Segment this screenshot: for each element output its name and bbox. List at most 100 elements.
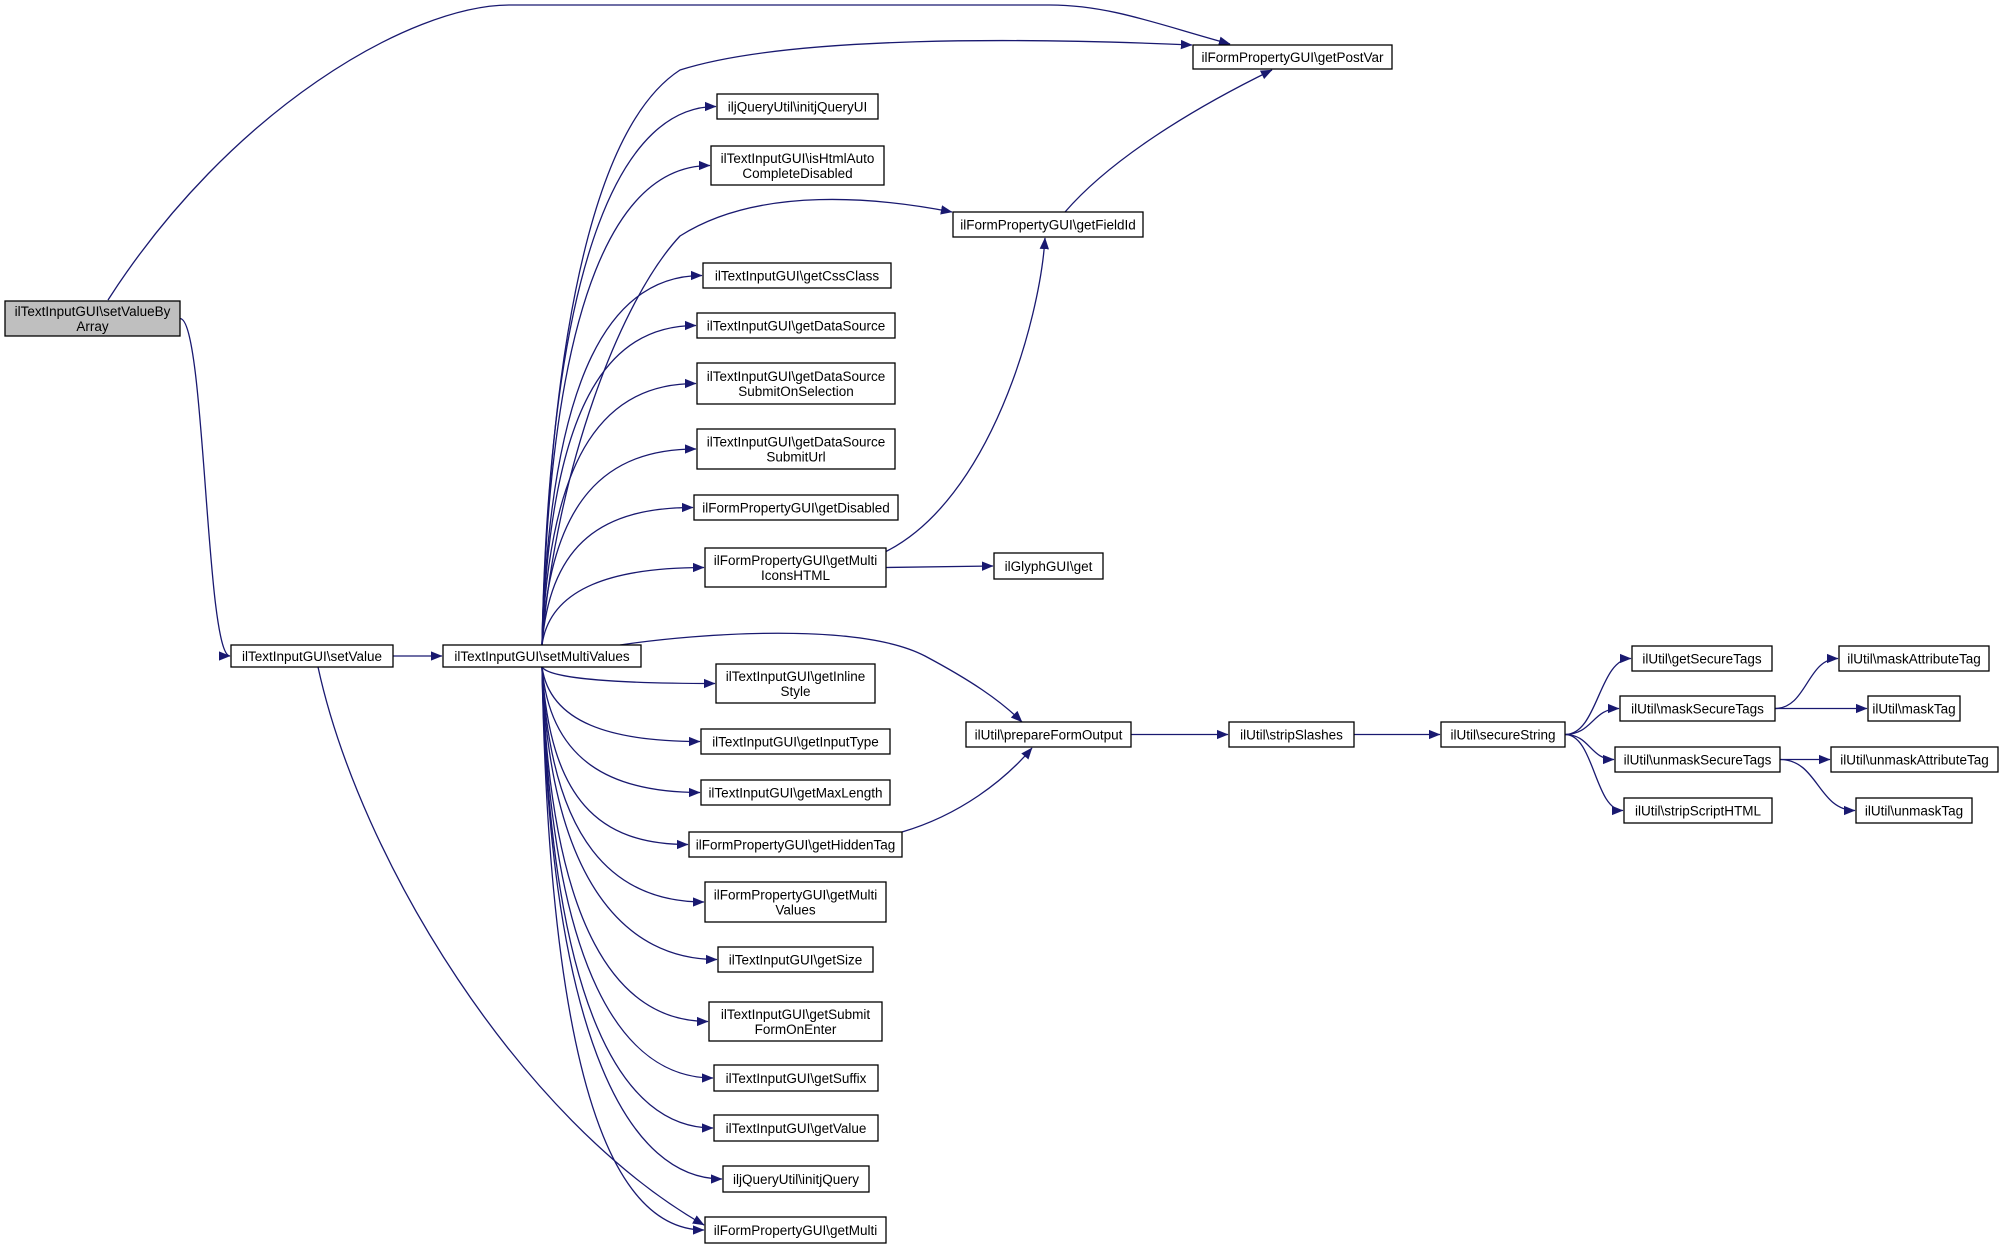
node-box [1855, 797, 1973, 824]
node-box [715, 663, 876, 704]
node-label: ilUtil\unmaskAttributeTag [1840, 753, 1989, 768]
node-label: Style [780, 684, 810, 699]
edge-setMultiValues-to-getSuffix [541, 666, 714, 1083]
node-setMultiValues[interactable]: ilTextInputGUI\setMultiValues [442, 644, 642, 668]
node-label: Values [775, 903, 816, 918]
node-isHtmlAuto[interactable]: ilTextInputGUI\isHtmlAutoCompleteDisable… [710, 145, 885, 186]
node-setValue[interactable]: ilTextInputGUI\setValue [230, 644, 394, 668]
node-label: ilTextInputGUI\getInputType [712, 735, 879, 750]
node-label: ilTextInputGUI\getValue [726, 1121, 867, 1136]
node-label: SubmitUrl [766, 450, 825, 465]
node-getMaxLength[interactable]: ilTextInputGUI\getMaxLength [700, 779, 891, 806]
node-label: ilTextInputGUI\getDataSource [707, 435, 886, 450]
node-unmaskTag[interactable]: ilUtil\unmaskTag [1855, 797, 1973, 824]
node-getHiddenTag[interactable]: ilFormPropertyGUI\getHiddenTag [688, 831, 903, 858]
node-glyphGet[interactable]: ilGlyphGUI\get [993, 552, 1104, 580]
node-getPostVar[interactable]: ilFormPropertyGUI\getPostVar [1192, 44, 1393, 70]
edge-setMultiValues-to-initjQueryUI [541, 101, 717, 646]
node-box [1830, 746, 1999, 773]
node-box [717, 946, 874, 973]
node-box [1614, 746, 1781, 773]
edge-setMultiValues-to-getInlineStyle [541, 666, 716, 689]
edge-setMultiValues-to-getCssClass [541, 270, 703, 646]
node-box [1228, 721, 1355, 748]
node-getMulti[interactable]: ilFormPropertyGUI\getMulti [704, 1216, 887, 1244]
node-label: ilUtil\unmaskTag [1865, 804, 1963, 819]
node-getDataSource[interactable]: ilTextInputGUI\getDataSource [696, 312, 896, 339]
edge-setMultiValues-to-getDSSubmitOnSel [541, 378, 697, 646]
node-label: IconsHTML [761, 568, 831, 583]
node-box [1838, 645, 1990, 672]
node-label: ilFormPropertyGUI\getDisabled [702, 501, 890, 516]
node-box [1192, 44, 1393, 70]
node-label: ilUtil\maskTag [1872, 702, 1955, 717]
node-label: ilFormPropertyGUI\getMulti [714, 1223, 878, 1238]
node-getSuffix[interactable]: ilTextInputGUI\getSuffix [713, 1064, 879, 1092]
node-initjQueryUI[interactable]: iljQueryUtil\initjQueryUI [716, 93, 879, 120]
node-label: ilTextInputGUI\isHtmlAuto [721, 151, 875, 166]
node-label: ilUtil\secureString [1450, 728, 1555, 743]
node-initjQuery[interactable]: iljQueryUtil\initjQuery [722, 1165, 870, 1193]
node-prepareFormOutput[interactable]: ilUtil\prepareFormOutput [965, 721, 1132, 748]
node-getInputType[interactable]: ilTextInputGUI\getInputType [700, 728, 891, 755]
node-getDSSubmitOnSel[interactable]: ilTextInputGUI\getDataSourceSubmitOnSele… [696, 362, 896, 405]
edges-layer [107, 4, 1868, 1235]
node-box [716, 93, 879, 120]
edge-getMultiIcons-to-glyphGet [885, 561, 994, 571]
node-box [696, 362, 896, 405]
node-stripScriptHTML[interactable]: ilUtil\stripScriptHTML [1623, 797, 1773, 824]
edge-setMultiValues-to-getMaxLength [541, 666, 701, 798]
edge-setMultiValues-to-getHiddenTag [541, 666, 689, 850]
node-box [1867, 695, 1961, 722]
node-box [696, 428, 896, 470]
node-getSize[interactable]: ilTextInputGUI\getSize [717, 946, 874, 973]
node-label: ilTextInputGUI\getSubmit [721, 1007, 871, 1022]
node-maskTag[interactable]: ilUtil\maskTag [1867, 695, 1961, 722]
edge-setMultiValues-to-initjQuery [541, 666, 723, 1184]
node-getCssClass[interactable]: ilTextInputGUI\getCssClass [702, 262, 892, 289]
edge-setMultiValues-to-getDSSubmitUrl [541, 444, 697, 646]
node-box [702, 262, 892, 289]
node-label: iljQueryUtil\initjQuery [733, 1172, 859, 1187]
node-label: ilUtil\prepareFormOutput [975, 728, 1123, 743]
node-label: ilUtil\unmaskSecureTags [1624, 753, 1772, 768]
node-label: ilUtil\getSecureTags [1642, 652, 1762, 667]
node-label: ilTextInputGUI\getCssClass [715, 269, 880, 284]
edge-setMultiValues-to-getSize [541, 666, 718, 965]
edge-secureString-to-unmaskSecureTags [1564, 733, 1615, 765]
node-label: ilFormPropertyGUI\getFieldId [960, 218, 1136, 233]
edge-secureString-to-maskSecureTags [1564, 703, 1620, 736]
node-box [230, 644, 394, 668]
node-getFieldId[interactable]: ilFormPropertyGUI\getFieldId [952, 211, 1144, 238]
node-label: ilTextInputGUI\getDataSource [707, 369, 886, 384]
node-label: ilGlyphGUI\get [1005, 559, 1093, 574]
node-label: CompleteDisabled [742, 166, 852, 181]
node-box [1440, 721, 1566, 748]
node-box [700, 728, 891, 755]
edge-setMultiValues-to-getDisabled [541, 502, 694, 646]
node-getDisabled[interactable]: ilFormPropertyGUI\getDisabled [693, 494, 899, 521]
node-maskAttributeTag[interactable]: ilUtil\maskAttributeTag [1838, 645, 1990, 672]
node-label: ilTextInputGUI\getSize [729, 953, 863, 968]
node-getValue[interactable]: ilTextInputGUI\getValue [713, 1114, 879, 1142]
node-secureString[interactable]: ilUtil\secureString [1440, 721, 1566, 748]
edge-setMultiValues-to-getInputType [541, 666, 701, 747]
edge-setMultiValues-to-getDataSource [541, 320, 697, 646]
edge-setMultiValues-to-getSubmitForm [541, 666, 709, 1027]
edge-setMultiValues-to-getMulti [541, 666, 705, 1235]
node-box [700, 779, 891, 806]
node-unmaskAttributeTag[interactable]: ilUtil\unmaskAttributeTag [1830, 746, 1999, 773]
node-maskSecureTags[interactable]: ilUtil\maskSecureTags [1619, 695, 1776, 722]
node-stripSlashes[interactable]: ilUtil\stripSlashes [1228, 721, 1355, 748]
node-getSecureTags[interactable]: ilUtil\getSecureTags [1631, 645, 1773, 672]
node-label: ilUtil\maskSecureTags [1631, 702, 1764, 717]
node-unmaskSecureTags[interactable]: ilUtil\unmaskSecureTags [1614, 746, 1781, 773]
